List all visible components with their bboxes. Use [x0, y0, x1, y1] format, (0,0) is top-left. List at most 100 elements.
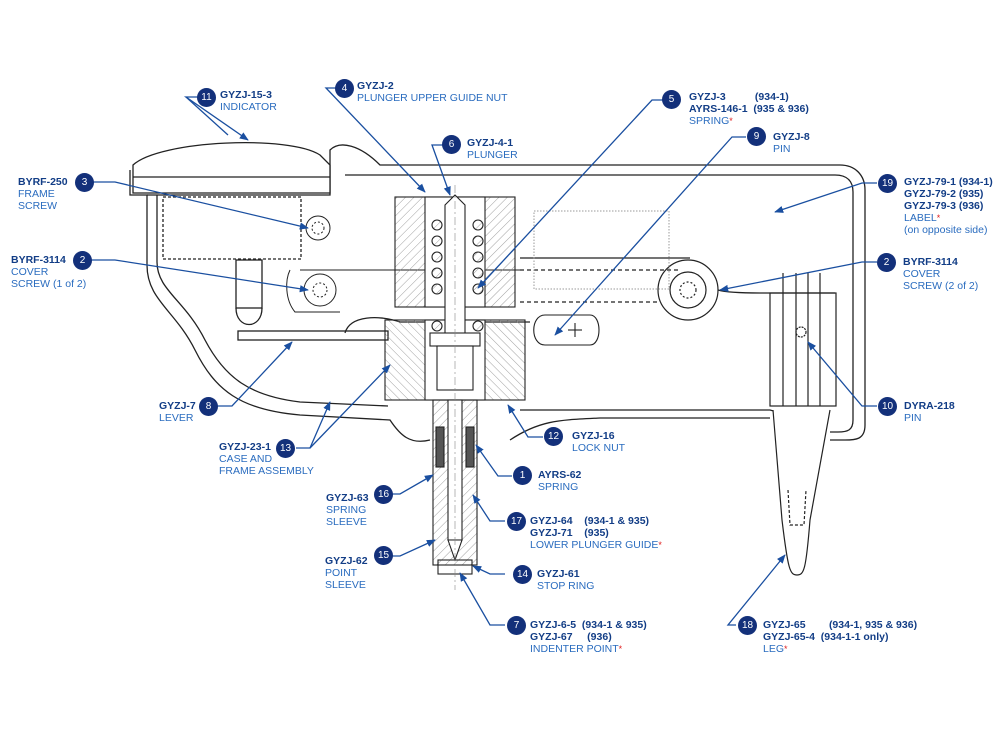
- callout-badge-8[interactable]: 8: [199, 397, 218, 416]
- part-description: SLEEVE: [326, 516, 367, 528]
- callout-pin-9: GYZJ-8 PIN: [773, 131, 810, 155]
- part-description: INDENTER POINT*: [530, 643, 647, 655]
- callout-lever: GYZJ-7 LEVER: [159, 400, 196, 424]
- indicator: [132, 142, 331, 260]
- part-description: POINT: [325, 567, 358, 579]
- part-number: GYZJ-61: [537, 568, 580, 580]
- part-number: GYZJ-65 (934-1, 935 & 936): [763, 619, 918, 631]
- part-description: SCREW: [18, 200, 58, 212]
- part-number: GYZJ-71 (935): [530, 527, 609, 539]
- asterisk: *: [618, 644, 623, 654]
- part-description: LOCK NUT: [572, 442, 626, 454]
- part-number: GYZJ-16: [572, 430, 615, 442]
- part-number: AYRS-62: [538, 469, 582, 481]
- callout-badge-5[interactable]: 5: [662, 90, 681, 109]
- part-number: GYZJ-62: [325, 555, 368, 567]
- callout-badge-12[interactable]: 12: [544, 427, 563, 446]
- part-description: SLEEVE: [325, 579, 366, 591]
- callout-cover-screw-1: BYRF-3114 COVER SCREW (1 of 2): [11, 254, 86, 290]
- desc-text: INDENTER POINT: [530, 643, 619, 655]
- part-description: LEG*: [763, 643, 917, 655]
- asterisk: *: [729, 116, 733, 126]
- part-description: CASE AND: [219, 453, 273, 465]
- part-description: FRAME: [18, 188, 55, 200]
- part-description: SPRING*: [689, 115, 809, 127]
- part-number: GYZJ-4-1: [467, 137, 514, 149]
- part-number: AYRS-146-1 (935 & 936): [689, 103, 809, 115]
- callout-badge-16[interactable]: 16: [374, 485, 393, 504]
- part-description: SCREW (1 of 2): [11, 278, 87, 290]
- desc-text: LEG: [763, 643, 785, 655]
- label-area: [533, 210, 670, 290]
- callout-badge-3[interactable]: 3: [75, 173, 94, 192]
- callout-badge-18[interactable]: 18: [738, 616, 757, 635]
- part-number: BYRF-3114: [903, 256, 958, 268]
- part-description: PIN: [773, 143, 791, 155]
- part-number: GYZJ-64 (934-1 & 935): [530, 515, 650, 527]
- callout-badge-9[interactable]: 9: [747, 127, 766, 146]
- callout-badge-2b[interactable]: 2: [877, 253, 896, 272]
- callout-leg: GYZJ-65 (934-1, 935 & 936) GYZJ-65-4 (93…: [763, 619, 917, 655]
- part-number: GYZJ-65-4 (934-1-1 only): [763, 631, 889, 643]
- leader-lines: [90, 87, 877, 626]
- asterisk: *: [936, 213, 941, 223]
- callout-case-frame-assembly: GYZJ-23-1 CASE AND FRAME ASSEMBLY: [219, 441, 314, 477]
- callout-indenter-point: GYZJ-6-5 (934-1 & 935) GYZJ-67 (936) IND…: [530, 619, 647, 655]
- callout-badge-7[interactable]: 7: [507, 616, 526, 635]
- part-number: GYZJ-2: [357, 80, 394, 92]
- part-description: LEVER: [159, 412, 194, 424]
- part-number: GYZJ-7: [159, 400, 196, 412]
- part-number: GYZJ-67 (936): [530, 631, 612, 643]
- callout-label: GYZJ-79-1 (934-1) GYZJ-79-2 (935) GYZJ-7…: [904, 176, 993, 236]
- desc-text: LABEL: [904, 212, 937, 224]
- callout-cover-screw-2: BYRF-3114 COVER SCREW (2 of 2): [903, 256, 978, 292]
- part-description: STOP RING: [537, 580, 595, 592]
- leg: [769, 273, 837, 576]
- callout-badge-10[interactable]: 10: [878, 397, 897, 416]
- part-description: INDICATOR: [220, 101, 277, 113]
- frame-screw-drawing: [305, 215, 331, 241]
- callout-spring-upper: GYZJ-3 (934-1) AYRS-146-1 (935 & 936) SP…: [689, 91, 809, 127]
- callout-badge-1[interactable]: 1: [513, 466, 532, 485]
- callout-badge-6[interactable]: 6: [442, 135, 461, 154]
- part-number: GYZJ-8: [773, 131, 810, 143]
- callout-badge-14[interactable]: 14: [513, 565, 532, 584]
- callout-frame-screw: BYRF-250 FRAME SCREW: [18, 176, 68, 212]
- callout-pin-10: DYRA-218 PIN: [904, 400, 955, 424]
- part-number: GYZJ-79-1 (934-1): [904, 176, 993, 188]
- part-note: (on opposite side): [904, 224, 988, 236]
- part-number: DYRA-218: [904, 400, 955, 412]
- part-description: SPRING: [538, 481, 579, 493]
- pin-slot: [533, 314, 600, 346]
- callout-indicator: GYZJ-15-3 INDICATOR: [220, 89, 277, 113]
- asterisk: *: [658, 540, 662, 550]
- part-number: GYZJ-23-1: [219, 441, 271, 453]
- callout-plunger-upper-guide-nut: GYZJ-2 PLUNGER UPPER GUIDE NUT: [357, 80, 508, 104]
- part-description: COVER: [903, 268, 941, 280]
- callout-badge-11[interactable]: 11: [197, 88, 216, 107]
- callout-stop-ring: GYZJ-61 STOP RING: [537, 568, 594, 592]
- callout-badge-17[interactable]: 17: [507, 512, 526, 531]
- part-description: SPRING: [326, 504, 367, 516]
- cover-screw-2-drawing: [520, 257, 835, 321]
- callout-lower-plunger-guide: GYZJ-64 (934-1 & 935) GYZJ-71 (935) LOWE…: [530, 515, 662, 551]
- part-description: FRAME ASSEMBLY: [219, 465, 314, 477]
- part-number: GYZJ-63: [326, 492, 369, 504]
- callout-badge-13[interactable]: 13: [276, 439, 295, 458]
- callout-badge-2a[interactable]: 2: [73, 251, 92, 270]
- asterisk: *: [784, 644, 788, 654]
- callout-plunger: GYZJ-4-1 PLUNGER: [467, 137, 518, 161]
- part-description: COVER: [11, 266, 49, 278]
- callout-spring-sleeve: GYZJ-63 SPRING SLEEVE: [326, 492, 369, 528]
- part-description: LOWER PLUNGER GUIDE*: [530, 539, 662, 551]
- part-number: BYRF-250: [18, 176, 68, 188]
- callout-badge-15[interactable]: 15: [374, 546, 393, 565]
- part-number: GYZJ-79-2 (935): [904, 188, 984, 200]
- part-description: PIN: [904, 412, 922, 424]
- desc-text: LOWER PLUNGER GUIDE: [530, 539, 659, 551]
- callout-point-sleeve: GYZJ-62 POINT SLEEVE: [325, 555, 368, 591]
- callout-badge-4[interactable]: 4: [335, 79, 354, 98]
- callout-badge-19[interactable]: 19: [878, 174, 897, 193]
- part-number: GYZJ-79-3 (936): [904, 200, 984, 212]
